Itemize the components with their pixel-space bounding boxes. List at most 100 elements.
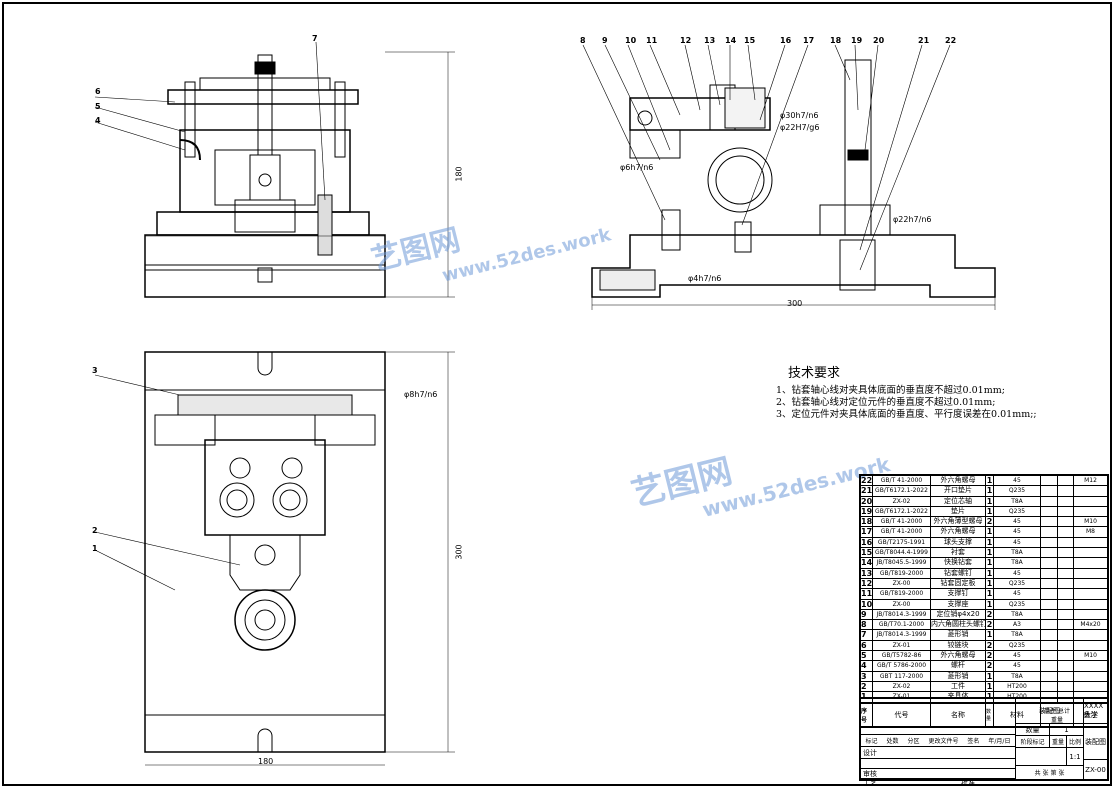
bom-cell-code: GBT 117-2000 xyxy=(873,671,931,681)
bom-cell-single xyxy=(1041,506,1058,517)
bom-cell-material: 45 xyxy=(994,589,1041,599)
part-label-11: 11 xyxy=(646,36,658,45)
bom-cell-total xyxy=(1058,651,1074,661)
bom-cell-name: 螺杆 xyxy=(931,661,986,671)
bom-cell-total xyxy=(1058,620,1074,630)
bom-cell-qty: 1 xyxy=(986,589,994,599)
bom-cell-qty: 1 xyxy=(986,671,994,681)
bom-cell-seq: 13 xyxy=(861,568,873,578)
bom-cell-total xyxy=(1058,671,1074,681)
part-label-9: 9 xyxy=(602,36,608,45)
bom-cell-material: 45 xyxy=(994,568,1041,578)
sheet-count: 共 张 第 张 xyxy=(1016,766,1084,779)
part-label-15: 15 xyxy=(744,36,756,45)
bom-cell-code: GB/T8044.4-1999 xyxy=(873,548,931,558)
bom-cell-material: HT200 xyxy=(994,681,1041,692)
qty-label: 数量 xyxy=(1016,724,1050,736)
approve-label: 批准 xyxy=(961,779,975,787)
bom-cell-material: T8A xyxy=(994,548,1041,558)
bom-cell-material: 45 xyxy=(994,537,1041,548)
bom-cell-seq: 20 xyxy=(861,496,873,506)
bom-cell-total xyxy=(1058,476,1074,486)
tech-item: 2、钻套轴心线对定位元件的垂直度不超过0.01mm; xyxy=(776,397,996,408)
bom-cell-material: T8A xyxy=(994,496,1041,506)
bom-cell-single xyxy=(1041,681,1058,692)
bom-cell-total xyxy=(1058,661,1074,671)
bom-cell-total xyxy=(1058,599,1074,609)
bom-cell-remark xyxy=(1074,497,1107,506)
bom-cell-name: 外六角螺母 xyxy=(931,476,986,486)
bom-cell-qty: 2 xyxy=(986,640,994,651)
bom-cell-single xyxy=(1041,476,1058,486)
part-label-22: 22 xyxy=(945,36,957,45)
bom-cell-qty: 1 xyxy=(986,599,994,609)
bom-cell-remark xyxy=(1074,661,1107,670)
bom-cell-material: Q235 xyxy=(994,599,1041,609)
bom-cell-name: 球头支撑 xyxy=(931,537,986,548)
part-label-1: 1 xyxy=(92,544,98,553)
bom-cell-single xyxy=(1041,568,1058,578)
bom-cell-seq: 22 xyxy=(861,476,873,486)
bom-cell-code: GB/T6172.1-2022 xyxy=(873,486,931,496)
part-label-21: 21 xyxy=(918,36,930,45)
bom-cell-material: T8A xyxy=(994,630,1041,640)
blank-row xyxy=(861,759,1016,769)
bom-header-qty: 数量 xyxy=(986,703,994,726)
bom-cell-qty: 1 xyxy=(986,537,994,548)
bom-cell-name: 支撑座 xyxy=(931,599,986,609)
scale-value: 1:1 xyxy=(1067,748,1084,766)
bom-cell-code: JB/T8014.3-1999 xyxy=(873,609,931,620)
rev-doc: 更改文件号 xyxy=(928,738,959,745)
bom-cell-material: A3 xyxy=(994,620,1041,630)
bom-cell-total xyxy=(1058,486,1074,496)
title-right: 装配图 xyxy=(1084,724,1107,760)
bom-cell-single xyxy=(1041,671,1058,681)
dim-fit-8: φ8h7/n6 xyxy=(404,390,438,399)
bom-cell-name: 工件 xyxy=(931,681,986,692)
bom-cell-code: GB/T 5786-2000 xyxy=(873,661,931,671)
bom-cell-single xyxy=(1041,599,1058,609)
bom-cell-material: Q235 xyxy=(994,486,1041,496)
drawing-name: 装配图 xyxy=(1016,699,1084,724)
bom-cell-single xyxy=(1041,589,1058,599)
school: XXXX大学 xyxy=(1084,699,1107,724)
bom-cell-material: Q235 xyxy=(994,578,1041,589)
bom-cell-name: 铰链块 xyxy=(931,640,986,651)
bom-cell-code: GB/T2175-1991 xyxy=(873,537,931,548)
bom-cell-qty: 2 xyxy=(986,661,994,671)
review-label: 审核 xyxy=(861,769,1016,779)
bom-cell-remark xyxy=(1074,486,1107,495)
bom-cell-qty: 1 xyxy=(986,548,994,558)
tech-item: 3、定位元件对夹具体底面的垂直度、平行度误差在0.01mm;; xyxy=(776,409,1037,420)
bom-cell-name: 定位芯轴 xyxy=(931,496,986,506)
design-label: 设计 xyxy=(861,747,1016,759)
bom-cell-remark xyxy=(1074,507,1107,516)
bom-cell-material: 45 xyxy=(994,527,1041,537)
bom-cell-total xyxy=(1058,506,1074,517)
bom-cell-total xyxy=(1058,640,1074,651)
bom-cell-name: 支撑钉 xyxy=(931,589,986,599)
bom-cell-code: ZX-01 xyxy=(873,692,931,702)
bom-cell-name: 衬套 xyxy=(931,548,986,558)
dim-front-height: 180 xyxy=(454,166,464,182)
bom-cell-code: ZX-02 xyxy=(873,496,931,506)
bom-header: 序号 代号 名称 数量 材料 单件 总计 重量 备注 xyxy=(861,702,1107,728)
bom-cell-material: 45 xyxy=(994,517,1041,527)
bom-cell-material: Q235 xyxy=(994,640,1041,651)
bom-cell-seq: 18 xyxy=(861,517,873,527)
part-label-5: 5 xyxy=(95,102,101,111)
part-label-6: 6 xyxy=(95,87,101,96)
bom-cell-seq: 9 xyxy=(861,609,873,620)
bom-cell-code: GB/T 41-2000 xyxy=(873,527,931,537)
